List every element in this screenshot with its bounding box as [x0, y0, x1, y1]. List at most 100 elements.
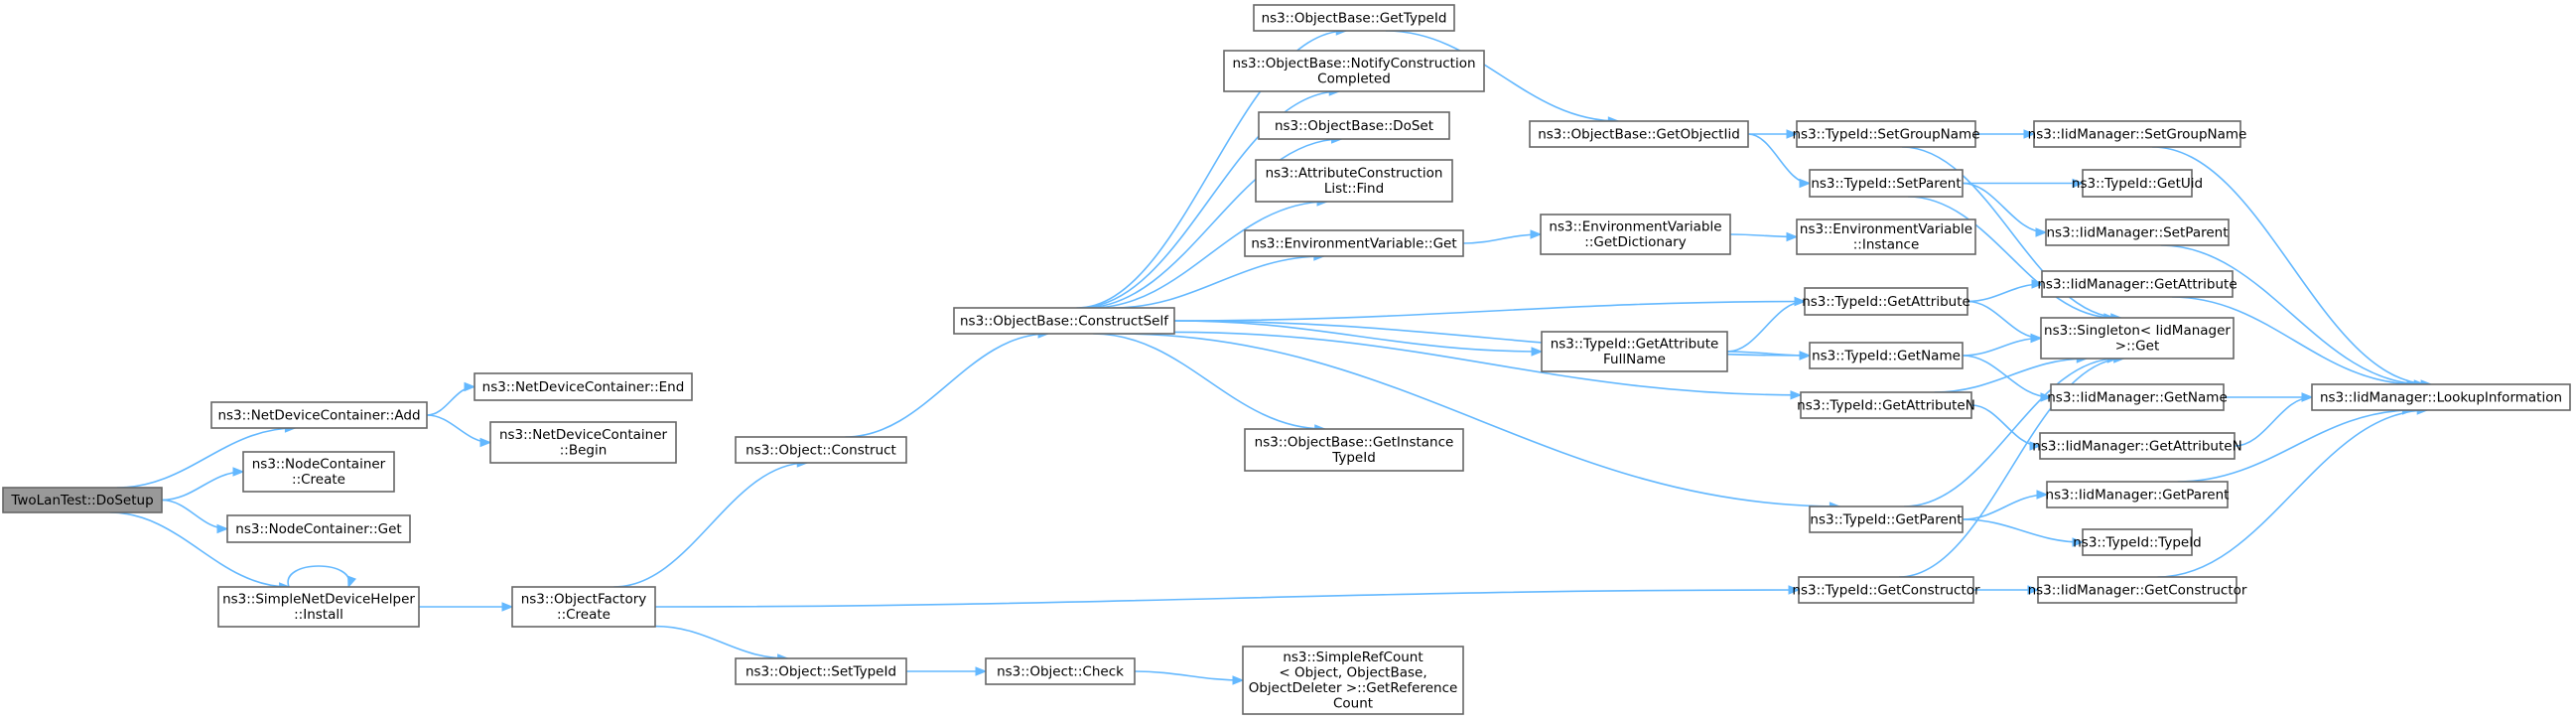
- node-iid-getname[interactable]: ns3::IidManager::GetName: [2047, 383, 2228, 411]
- node-label-line: ns3::EnvironmentVariable::Get: [1251, 235, 1456, 251]
- edge-of_create-to-obj_construct: [613, 462, 808, 588]
- nodes-layer: TwoLanTest::DoSetup ns3::NetDeviceContain…: [2, 4, 2571, 715]
- node-iid-getconstructor[interactable]: ns3::IidManager::GetConstructor: [2028, 576, 2247, 604]
- edge-arrowhead: [2072, 537, 2085, 547]
- node-label-line: ns3::AttributeConstruction: [1266, 166, 1443, 182]
- node-box: [1244, 428, 1464, 472]
- node-tid-getname[interactable]: ns3::TypeId::GetName: [1809, 342, 1964, 369]
- edge-arrowhead: [1790, 390, 1803, 400]
- node-label-line: ObjectDeleter >::GetReference: [1249, 680, 1458, 696]
- node-iid-getattribute[interactable]: ns3::IidManager::GetAttribute: [2037, 270, 2237, 298]
- node-tid-setparent[interactable]: ns3::TypeId::SetParent: [1809, 169, 1964, 198]
- node-box: [1242, 646, 1464, 715]
- node-nc-get[interactable]: ns3::NodeContainer::Get: [226, 514, 411, 543]
- node-label-line: ns3::TypeId::TypeId: [2073, 534, 2202, 550]
- node-tid-getattribute[interactable]: ns3::TypeId::GetAttribute: [1802, 287, 1970, 316]
- node-nc-create[interactable]: ns3::NodeContainer::Create: [242, 451, 395, 493]
- node-tid-getparent[interactable]: ns3::TypeId::GetParent: [1809, 505, 1964, 533]
- node-sndh-install[interactable]: ns3::SimpleNetDeviceHelper::Install: [217, 586, 420, 628]
- node-box: [226, 514, 411, 543]
- node-box: [1796, 120, 1976, 148]
- edge-tid_getattrfull-to-tid_getattribute: [1726, 300, 1806, 353]
- node-label-line: ns3::NetDeviceContainer::End: [482, 379, 685, 395]
- node-label-line: ns3::Object::SetTypeId: [746, 663, 896, 679]
- node-ndc-begin[interactable]: ns3::NetDeviceContainer::Begin: [489, 421, 677, 464]
- edge-ob_constructself-to-ob_gettypeid: [1076, 30, 1347, 309]
- node-of-create[interactable]: ns3::ObjectFactory::Create: [511, 586, 656, 628]
- node-label-line: ns3::NodeContainer::Get: [235, 521, 401, 537]
- edge-iid_getattributen-to-iid_lookup: [2234, 396, 2313, 447]
- edge-of_create-to-tid_getconstructor: [654, 589, 1800, 608]
- node-label-line: ns3::TypeId::GetUid: [2072, 176, 2203, 192]
- node-box: [1800, 391, 1972, 419]
- node-box: [1258, 111, 1450, 140]
- node-src-getref[interactable]: ns3::SimpleRefCount< Object, ObjectBase,…: [1242, 646, 1464, 715]
- node-ob-constructself[interactable]: ns3::ObjectBase::ConstructSelf: [953, 307, 1175, 335]
- node-box: [1809, 505, 1964, 533]
- node-obj-settypeid[interactable]: ns3::Object::SetTypeId: [735, 657, 907, 685]
- edge-tid_getname-to-singleton_get: [1962, 337, 2042, 357]
- node-label-line: ns3::ObjectFactory: [521, 592, 647, 608]
- node-ob-notify[interactable]: ns3::ObjectBase::NotifyConstructionCompl…: [1223, 50, 1485, 92]
- node-box: [2041, 270, 2234, 298]
- node-label-line: ns3::TypeId::GetName: [1812, 348, 1961, 363]
- edge-tid_getparent-to-singleton_get: [1904, 358, 2118, 507]
- node-label-line: ns3::ObjectBase::GetTypeId: [1262, 10, 1447, 26]
- node-box: [1244, 229, 1464, 257]
- node-label-line: ns3::SimpleRefCount: [1283, 650, 1423, 665]
- node-label-line: >::Get: [2115, 339, 2159, 355]
- node-box: [2037, 576, 2237, 604]
- node-iid-getparent[interactable]: ns3::IidManager::GetParent: [2046, 481, 2230, 508]
- node-label-line: ns3::ObjectBase::GetInstance: [1255, 435, 1454, 451]
- edge-arrowhead: [1786, 129, 1799, 139]
- node-root[interactable]: TwoLanTest::DoSetup: [2, 487, 163, 513]
- edge-arrowhead: [2030, 333, 2043, 344]
- node-label-line: List::Find: [1324, 181, 1384, 197]
- node-iid-lookup[interactable]: ns3::IidManager::LookupInformation: [2311, 383, 2571, 411]
- node-obj-construct[interactable]: ns3::Object::Construct: [735, 436, 907, 464]
- node-label-line: FullName: [1603, 352, 1666, 367]
- edge-arrowhead: [464, 381, 476, 392]
- node-env-instance[interactable]: ns3::EnvironmentVariable::Instance: [1796, 218, 1976, 255]
- node-obj-check[interactable]: ns3::Object::Check: [985, 657, 1136, 685]
- node-ndc-add[interactable]: ns3::NetDeviceContainer::Add: [210, 401, 428, 429]
- node-label-line: ns3::NetDeviceContainer::Add: [217, 407, 420, 423]
- node-label-line: ns3::ObjectBase::DoSet: [1275, 118, 1433, 134]
- node-iid-setgroupname[interactable]: ns3::IidManager::SetGroupName: [2028, 120, 2247, 148]
- edge-obj_construct-to-ob_constructself: [845, 333, 1049, 438]
- edge-arrowhead: [2023, 129, 2036, 139]
- node-box: [735, 436, 907, 464]
- node-label-line: TypeId: [1331, 450, 1376, 466]
- node-ob-getobjectiid[interactable]: ns3::ObjectBase::GetObjectIid: [1529, 120, 1749, 148]
- edge-arrowhead: [1786, 231, 1799, 242]
- edge-iid_getparent-to-iid_lookup: [2177, 409, 2413, 483]
- node-tid-getuid[interactable]: ns3::TypeId::GetUid: [2072, 169, 2203, 198]
- node-tid-getconstructor[interactable]: ns3::TypeId::GetConstructor: [1792, 576, 1980, 604]
- node-tid-getattributen[interactable]: ns3::TypeId::GetAttributeN: [1797, 391, 1975, 419]
- node-label-line: TwoLanTest::DoSetup: [10, 493, 153, 508]
- node-box: [1540, 214, 1731, 255]
- node-env-get[interactable]: ns3::EnvironmentVariable::Get: [1244, 229, 1464, 257]
- node-tid-typeid[interactable]: ns3::TypeId::TypeId: [2073, 528, 2202, 556]
- node-singleton-get[interactable]: ns3::Singleton< IidManager >::Get: [2040, 317, 2235, 360]
- node-label-line: ns3::EnvironmentVariable: [1549, 219, 1721, 235]
- node-label-line: ns3::IidManager::GetConstructor: [2028, 582, 2247, 598]
- node-box: [2045, 218, 2230, 246]
- node-label-line: ns3::Object::Construct: [746, 442, 896, 458]
- node-ndc-end[interactable]: ns3::NetDeviceContainer::End: [474, 372, 693, 401]
- edge-of_create-to-obj_settypeid: [654, 625, 788, 659]
- node-label-line: ns3::IidManager::SetGroupName: [2028, 126, 2247, 142]
- node-tid-setgroupname[interactable]: ns3::TypeId::SetGroupName: [1792, 120, 1980, 148]
- node-ob-doset[interactable]: ns3::ObjectBase::DoSet: [1258, 111, 1450, 140]
- node-iid-setparent[interactable]: ns3::IidManager::SetParent: [2045, 218, 2230, 246]
- node-env-getdict[interactable]: ns3::EnvironmentVariable::GetDictionary: [1540, 214, 1731, 255]
- node-box: [511, 586, 656, 628]
- node-box: [1804, 287, 1968, 316]
- node-ob-gettypeid[interactable]: ns3::ObjectBase::GetTypeId: [1253, 4, 1455, 32]
- node-box: [242, 451, 395, 493]
- node-box: [1809, 342, 1964, 369]
- node-iid-getattributen[interactable]: ns3::IidManager::GetAttributeN: [2032, 432, 2242, 460]
